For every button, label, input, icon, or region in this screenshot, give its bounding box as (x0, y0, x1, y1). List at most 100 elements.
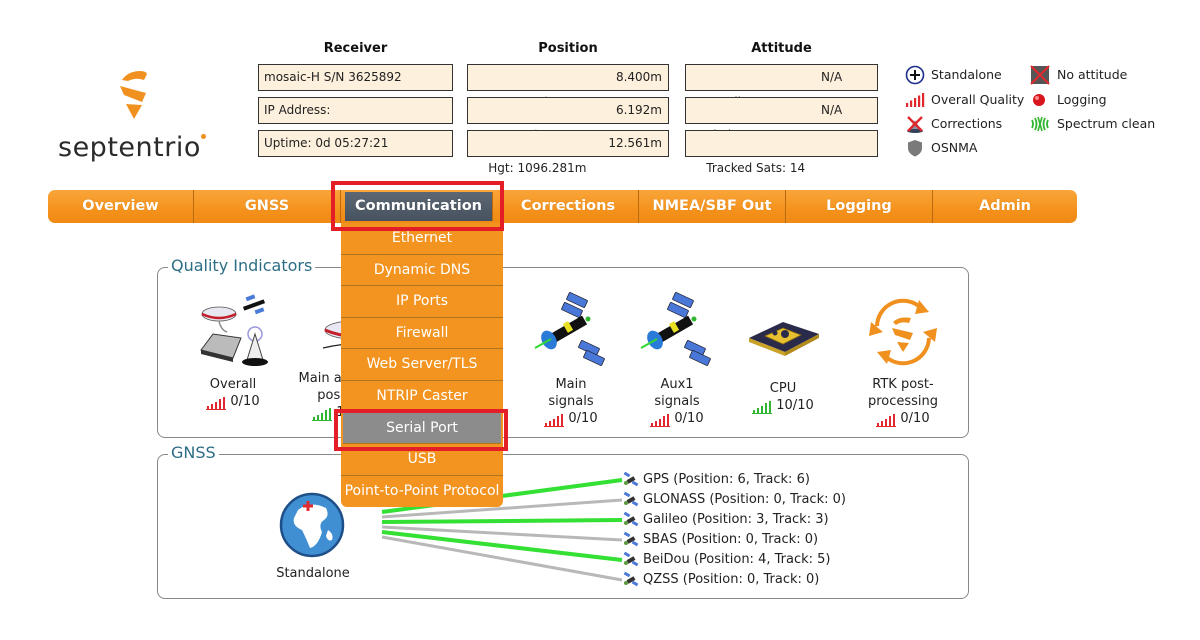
globe-standalone-icon[interactable] (270, 490, 350, 562)
constellation-item[interactable]: Galileo (Position: 3, Track: 3) (622, 510, 846, 530)
tracked-sats-label: Tracked Sats: 14 (706, 161, 806, 175)
receiver-model: mosaic-H S/N 3625892 (258, 64, 453, 91)
pitch-accuracy: N/A (821, 103, 843, 117)
standalone-icon (905, 65, 925, 85)
quality-indicators-panel: Quality Indicators (157, 256, 969, 438)
receiver-panel: Receiver mosaic-H S/N 3625892 IP Address… (258, 40, 453, 157)
attitude-pitch: Pitch: N/A N/A (685, 97, 878, 142)
satellite-small-icon (623, 472, 639, 487)
satellite-small-icon (623, 552, 639, 567)
constellation-item[interactable]: QZSS (Position: 0, Track: 0) (622, 570, 846, 590)
constellation-item[interactable]: GLONASS (Position: 0, Track: 0) (622, 490, 846, 510)
nav-overview[interactable]: Overview (48, 190, 194, 223)
spectrum-clean-icon (1031, 116, 1049, 132)
constellation-label: BeiDou (Position: 4, Track: 5) (643, 552, 831, 567)
dropdown-item-dynamic-dns[interactable]: Dynamic DNS (341, 255, 503, 287)
signal-bars-good-icon (752, 401, 773, 414)
legend-no-attitude-label: No attitude (1057, 67, 1128, 82)
nav-logging[interactable]: Logging (786, 190, 933, 223)
nav-communication[interactable]: Communication (345, 192, 493, 221)
dropdown-item-ntrip-caster[interactable]: NTRIP Caster (341, 381, 503, 413)
overall-quality-icon (906, 93, 925, 107)
signal-bars-bad-icon (544, 414, 565, 427)
legend-logging[interactable]: Logging (1029, 90, 1107, 110)
qi-main-signals-label2: signals (548, 394, 594, 409)
nav-admin[interactable]: Admin (978, 198, 1031, 214)
dropdown-item-serial-port[interactable]: Serial Port (343, 412, 501, 445)
qi-cpu[interactable]: CPU 10/10 (728, 292, 838, 419)
septentrio-logo-icon (120, 71, 147, 119)
rtk-postprocessing-icon (869, 298, 937, 366)
qi-overall-label: Overall (209, 377, 257, 392)
attitude-panel: Attitude Heading: N/A N/A Pitch: N/A N/A… (685, 40, 878, 175)
osnma-shield-icon (908, 140, 922, 157)
constellation-label: Galileo (Position: 3, Track: 3) (643, 512, 829, 527)
satellite-icon (640, 292, 711, 366)
attitude-tracked-sats: Tracked Sats: 14 (685, 130, 878, 175)
constellation-label: GPS (Position: 6, Track: 6) (643, 472, 810, 487)
receiver-title: Receiver (323, 41, 388, 56)
gnss-title: GNSS (168, 443, 219, 463)
qi-rtk-post-processing[interactable]: RTK post- processing 0/10 (848, 292, 958, 432)
signal-bars-bad-icon (876, 414, 897, 427)
main-nav: Overview GNSS Communication Corrections … (48, 190, 1077, 223)
qi-aux1-signals[interactable]: Aux1 signals 0/10 (622, 292, 732, 432)
constellation-item[interactable]: BeiDou (Position: 4, Track: 5) (622, 550, 846, 570)
dropdown-item-web-server-tls[interactable]: Web Server/TLS (341, 349, 503, 381)
cpu-chip-icon (749, 322, 819, 356)
qi-overall-score: 0/10 (206, 393, 260, 410)
satellite-small-icon (623, 532, 639, 547)
qi-overall[interactable]: Overall 0/10 (178, 292, 288, 415)
septentrio-logo[interactable]: septentrio (58, 68, 218, 168)
dropdown-item-usb[interactable]: USB (341, 444, 503, 476)
logging-icon (1033, 94, 1045, 106)
attitude-title: Attitude (751, 41, 812, 56)
nav-corrections[interactable]: Corrections (498, 190, 639, 223)
signal-bars-bad-icon (206, 397, 227, 410)
legend-corrections[interactable]: Corrections (905, 114, 1002, 134)
hgt-label: Hgt: 1096.281m (488, 161, 587, 175)
qi-aux1-signals-label: Aux1 (660, 377, 694, 392)
corrections-icon (907, 116, 923, 133)
qi-main-signals-score: 0/10 (544, 410, 598, 427)
legend-spectrum-label: Spectrum clean (1057, 116, 1156, 131)
nav-nmea-sbf-out[interactable]: NMEA/SBF Out (639, 190, 786, 223)
position-lat: Lat: N42°30'30.4185" 8.400m (467, 64, 669, 109)
dropdown-item-firewall[interactable]: Firewall (341, 318, 503, 350)
no-attitude-icon (1030, 65, 1050, 85)
qi-rtk-value: 0/10 (900, 411, 930, 426)
signal-bars-bad-icon (650, 414, 671, 427)
qi-aux1-signals-label2: signals (654, 394, 700, 409)
receiver-ip: IP Address: (258, 97, 453, 124)
legend-osnma[interactable]: OSNMA (905, 138, 977, 158)
constellation-item[interactable]: SBAS (Position: 0, Track: 0) (622, 530, 846, 550)
legend-spectrum[interactable]: Spectrum clean (1029, 114, 1155, 134)
brand-name: septentrio (58, 132, 201, 163)
constellation-label: GLONASS (Position: 0, Track: 0) (643, 492, 846, 507)
heading-accuracy: N/A (821, 70, 843, 84)
qi-cpu-label: CPU (769, 381, 797, 396)
constellation-list: GPS (Position: 6, Track: 6) GLONASS (Posi… (622, 470, 846, 590)
dropdown-item-point-to-point-protocol[interactable]: Point-to-Point Protocol (344, 482, 500, 499)
receiver-uptime-text: Uptime: 0d 05:27:21 (264, 136, 389, 150)
satellite-small-icon (623, 512, 639, 527)
nav-gnss[interactable]: GNSS (194, 190, 341, 223)
qi-main-signals[interactable]: Main signals 0/10 (516, 292, 626, 432)
legend-osnma-label: OSNMA (931, 140, 978, 155)
legend-no-attitude[interactable]: No attitude (1029, 65, 1127, 85)
satellite-small-icon (623, 492, 639, 507)
legend-logging-label: Logging (1057, 92, 1107, 107)
qi-rtk-score: 0/10 (876, 410, 930, 427)
dropdown-item-ethernet[interactable]: Ethernet (341, 223, 503, 255)
lon-accuracy: 6.192m (615, 103, 662, 117)
receiver-uptime: Uptime: 0d 05:27:21 (258, 130, 453, 157)
constellation-item[interactable]: GPS (Position: 6, Track: 6) (622, 470, 846, 490)
legend-overall-quality[interactable]: Overall Quality (905, 90, 1024, 110)
gnss-mode-label: Standalone (276, 566, 350, 581)
legend-overall-quality-label: Overall Quality (931, 92, 1025, 107)
satellite-small-icon (623, 572, 639, 587)
dropdown-item-ip-ports[interactable]: IP Ports (341, 286, 503, 318)
legend-standalone[interactable]: Standalone (905, 65, 1002, 85)
legend-standalone-label: Standalone (931, 67, 1002, 82)
